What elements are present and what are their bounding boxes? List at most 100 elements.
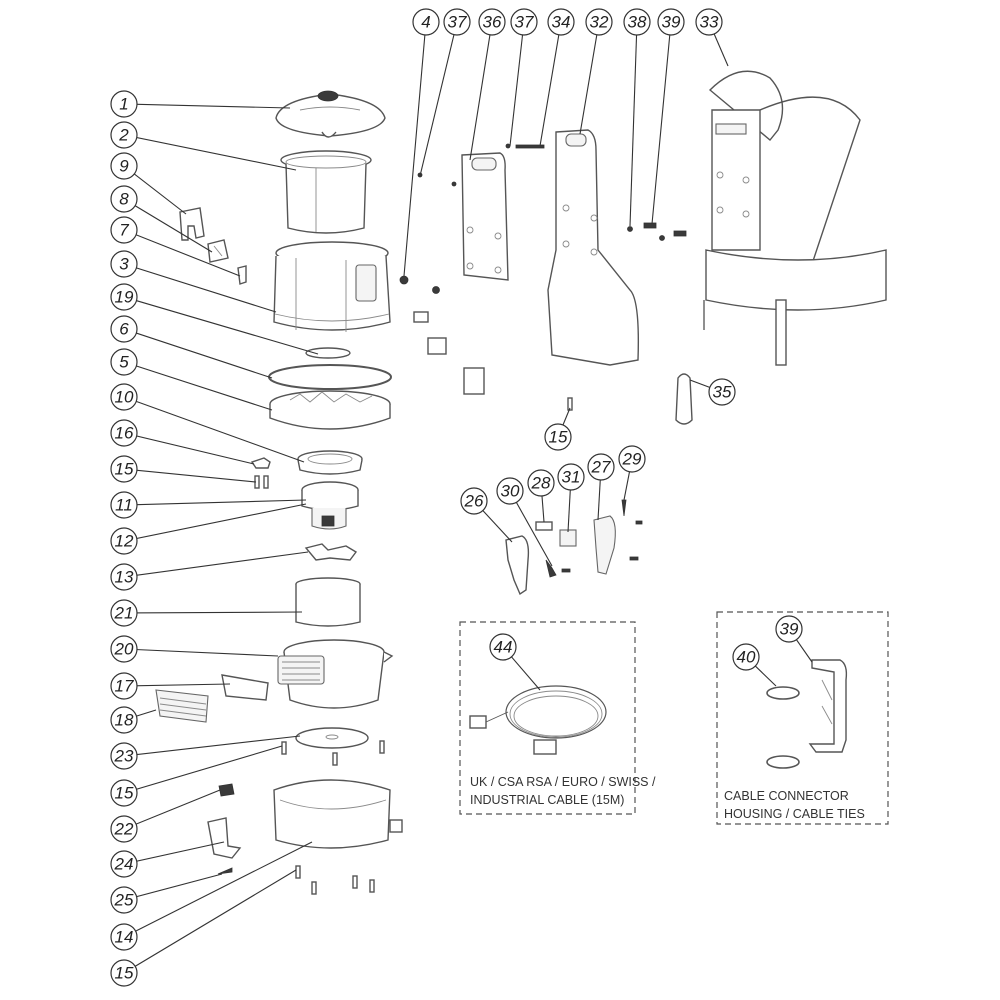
connector-box: CABLE CONNECTOR HOUSING / CABLE TIES	[716, 611, 889, 825]
connector-caption-line2: HOUSING / CABLE TIES	[724, 807, 865, 821]
callout-number: 40	[737, 648, 756, 667]
callout-17: 17	[110, 672, 138, 700]
callout-number: 15	[115, 964, 134, 983]
callout-circle	[110, 563, 138, 591]
part-clip-9	[179, 207, 205, 241]
leader-line-32	[579, 21, 600, 135]
part-frame-32	[547, 129, 639, 366]
callout-number: 17	[115, 677, 134, 696]
part-socket-31	[559, 529, 577, 547]
callout-circle	[110, 850, 138, 878]
leader-line-15	[123, 869, 297, 974]
callout-12: 12	[110, 527, 138, 555]
part-filter-cylinder	[280, 150, 372, 234]
callout-circle	[557, 463, 585, 491]
callout-number: 25	[114, 891, 134, 910]
callout-circle	[695, 8, 723, 36]
part-small-hardware	[399, 143, 687, 411]
callout-number: 16	[115, 424, 134, 443]
callout-number: 37	[448, 13, 467, 32]
callout-21: 21	[110, 599, 138, 627]
callout-number: 38	[628, 13, 647, 32]
leader-line-23	[123, 735, 301, 757]
cable-box: UK / CSA RSA / EURO / SWISS / INDUSTRIAL…	[459, 621, 656, 815]
callout-circle	[110, 90, 138, 118]
connector-caption-line1: CABLE CONNECTOR	[724, 789, 849, 803]
part-gasket-6	[268, 364, 392, 390]
callout-number: 35	[713, 383, 732, 402]
callout-5: 5	[110, 348, 138, 376]
leader-line-34	[539, 21, 562, 147]
callout-circle	[708, 378, 736, 406]
callout-15: 15	[110, 959, 138, 987]
leader-line-13	[123, 551, 309, 578]
callout-number: 24	[114, 855, 134, 874]
callout-circle	[489, 633, 517, 661]
part-plate-23	[295, 727, 369, 749]
callout-11: 11	[110, 491, 138, 519]
callout-30: 30	[496, 477, 524, 505]
callout-circle	[110, 491, 138, 519]
leader-line-21	[123, 611, 303, 614]
callout-24: 24	[110, 850, 138, 878]
callout-number: 14	[115, 928, 134, 947]
callout-number: 22	[114, 820, 134, 839]
callout-22: 22	[110, 815, 138, 843]
part-main-body	[273, 241, 391, 332]
leader-line-12	[123, 503, 307, 542]
callout-number: 21	[114, 604, 134, 623]
leader-lines	[123, 21, 813, 974]
part-handle-27	[593, 515, 616, 575]
callout-number: 7	[119, 221, 129, 240]
leader-line-39	[651, 21, 672, 225]
callout-number: 30	[501, 482, 520, 501]
leader-line-20	[123, 648, 279, 657]
callout-circle	[110, 216, 138, 244]
callout-14: 14	[110, 923, 138, 951]
part-screws-15-middle	[281, 740, 385, 766]
callout-circle	[110, 185, 138, 213]
callout-38: 38	[623, 8, 651, 36]
part-bracket-8	[207, 239, 229, 263]
leader-line-5	[123, 361, 273, 411]
leader-line-36	[469, 21, 493, 161]
callout-13: 13	[110, 563, 138, 591]
part-harness-33	[703, 70, 887, 366]
part-screws-15-upper	[254, 475, 269, 489]
callout-number: 23	[114, 747, 134, 766]
callout-circle	[110, 923, 138, 951]
callout-27: 27	[587, 453, 615, 481]
part-filter-base-5	[269, 390, 391, 430]
leader-line-8	[123, 198, 213, 253]
callout-number: 6	[119, 320, 129, 339]
leader-line-15	[123, 468, 257, 483]
part-handle-26	[505, 535, 530, 596]
leader-line-7	[123, 229, 241, 277]
callout-circle	[110, 672, 138, 700]
callout-number: 37	[515, 13, 534, 32]
callout-circle	[110, 283, 138, 311]
callout-number: 1	[119, 95, 128, 114]
part-ring-10	[297, 450, 363, 475]
callout-circle	[623, 8, 651, 36]
callout-number: 27	[591, 458, 611, 477]
part-base-14	[273, 779, 403, 849]
leader-line-3	[123, 263, 277, 313]
callout-4: 4	[412, 8, 440, 36]
callout-circle	[527, 469, 555, 497]
callout-circle	[618, 445, 646, 473]
callout-31: 31	[557, 463, 585, 491]
part-lower-housing-20	[277, 639, 394, 709]
callout-23: 23	[110, 742, 138, 770]
callout-15: 15	[544, 423, 572, 451]
callout-number: 15	[549, 428, 568, 447]
callout-29: 29	[618, 445, 646, 473]
callout-36: 36	[478, 8, 506, 36]
callout-circle	[110, 742, 138, 770]
callout-10: 10	[110, 383, 138, 411]
callout-number: 33	[700, 13, 719, 32]
leader-line-37	[509, 21, 525, 147]
leader-line-4	[403, 21, 427, 277]
callout-number: 3	[119, 255, 129, 274]
callout-circle	[110, 959, 138, 987]
